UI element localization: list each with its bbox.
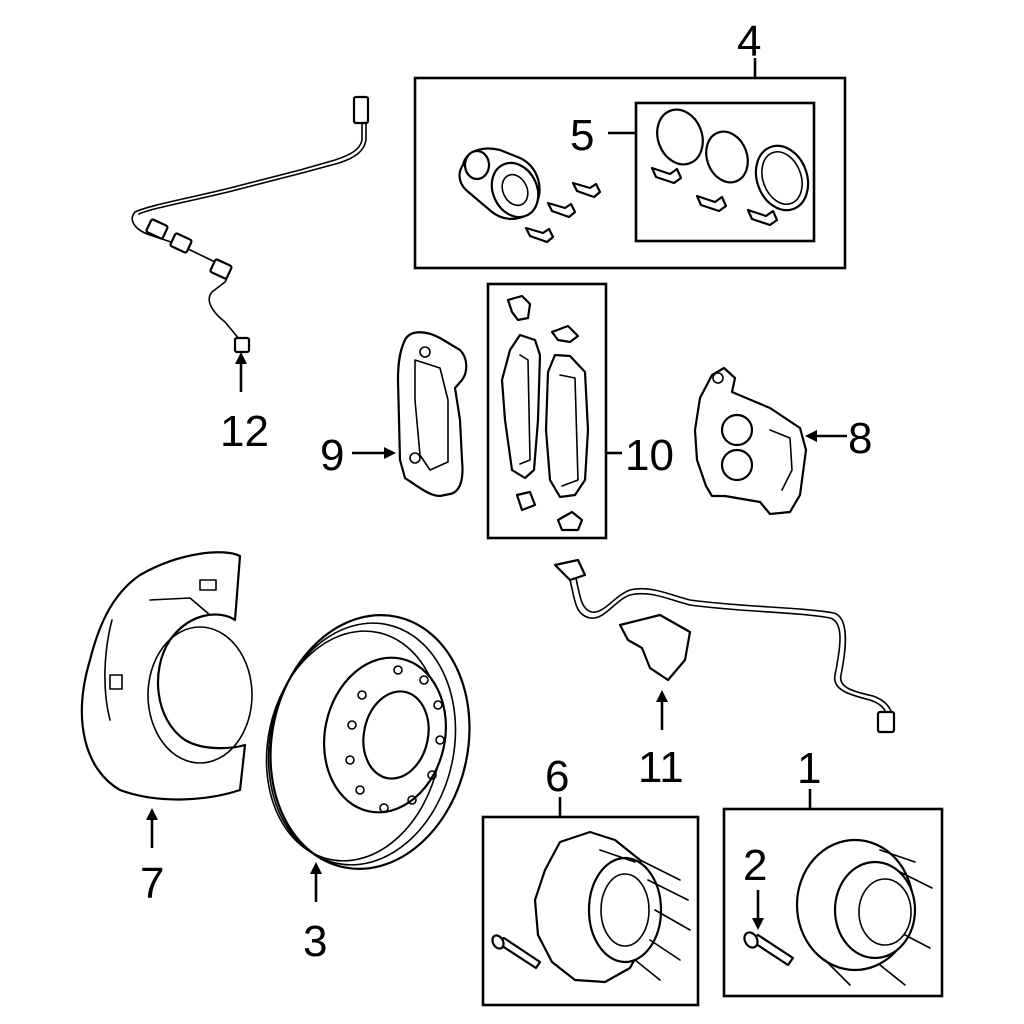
bleeder-screw-icon: [650, 166, 779, 227]
part-11-arrowhead: [656, 690, 668, 702]
part-6-group[interactable]: 6: [481, 752, 700, 1007]
part-12-arrowhead: [235, 352, 247, 364]
caliper-bracket-icon: [396, 331, 468, 498]
callout-2: 2: [743, 841, 767, 890]
part-3-group[interactable]: 3: [246, 596, 493, 966]
part-2-arrowhead: [752, 918, 764, 930]
brake-pad-icon: [500, 333, 590, 499]
part-3-arrowhead: [310, 862, 322, 874]
part-8-group[interactable]: 8: [693, 366, 872, 516]
callout-9: 9: [320, 431, 344, 480]
pad-clip-icon: [506, 294, 584, 532]
splash-shield-icon: [80, 551, 253, 801]
hub-stud-icon: [743, 931, 795, 967]
part-7-group[interactable]: 7: [80, 551, 253, 908]
part-10-group[interactable]: 10: [486, 282, 674, 540]
callout-4: 4: [737, 17, 761, 66]
part-4-box: [413, 76, 847, 270]
wheel-stud-icon: [491, 934, 542, 970]
part-12-group[interactable]: 12: [131, 95, 370, 456]
part-11-group[interactable]: 11: [553, 558, 896, 792]
callout-7: 7: [140, 859, 164, 908]
brake-rotor-icon: [265, 614, 471, 870]
part-1-box: [722, 807, 944, 998]
part-2-group[interactable]: 2: [742, 841, 795, 967]
abs-sensor-upper-icon: [131, 95, 370, 354]
part-5-group[interactable]: 5: [570, 101, 817, 243]
hub-bearing-icon: [795, 838, 933, 986]
part-4-group[interactable]: 4: [413, 17, 847, 270]
callout-3: 3: [303, 917, 327, 966]
callout-1: 1: [797, 744, 821, 793]
part-5-box: [634, 101, 816, 243]
callout-5: 5: [570, 111, 594, 160]
part-10-box: [486, 282, 608, 540]
seal-ring-icon: [656, 108, 810, 212]
callout-6: 6: [545, 752, 569, 801]
part-9-group[interactable]: 9: [320, 331, 468, 498]
caliper-icon: [693, 366, 808, 516]
wheel-hub-icon: [533, 830, 691, 984]
part-9-arrowhead: [384, 447, 396, 459]
callout-10: 10: [625, 431, 674, 480]
part-1-group[interactable]: 1: [722, 744, 944, 998]
callout-11: 11: [638, 743, 684, 792]
part-8-arrowhead: [805, 430, 817, 442]
part-7-arrowhead: [146, 808, 158, 820]
piston-icon: [458, 147, 541, 220]
part-6-box: [481, 815, 700, 1007]
callout-8: 8: [848, 414, 872, 463]
callout-12: 12: [220, 407, 269, 456]
brake-hose-icon: [553, 558, 896, 734]
caliper-bolt-icon: [524, 181, 602, 244]
